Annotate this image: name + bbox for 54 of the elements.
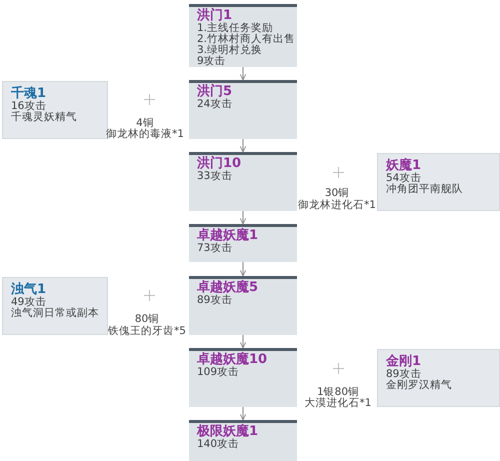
box-text: 89攻击 bbox=[197, 295, 232, 306]
cost-label: 1银80铜 bbox=[316, 386, 360, 398]
box-text: 金刚罗汉精气 bbox=[386, 380, 452, 391]
arrow bbox=[240, 138, 246, 152]
box-title: 洪门10 bbox=[197, 157, 242, 171]
box-text: 千魂灵妖精气 bbox=[11, 112, 77, 123]
material-box bbox=[2, 277, 108, 335]
box-title: 卓越妖魔10 bbox=[197, 353, 268, 367]
box-text: 73攻击 bbox=[197, 243, 232, 254]
stage-box bbox=[189, 276, 297, 335]
box-text: 浊气洞日常或副本 bbox=[11, 308, 99, 319]
box-text: 1.主线任务奖励 bbox=[197, 23, 274, 34]
stage-box bbox=[189, 420, 297, 461]
box-text: 3.绿明村兑换 bbox=[197, 45, 262, 56]
box-title: 卓越妖魔1 bbox=[197, 229, 258, 243]
box-text: 16攻击 bbox=[11, 101, 46, 112]
arrow bbox=[240, 334, 246, 348]
box-title: 浊气1 bbox=[11, 283, 46, 297]
box-title: 千魂1 bbox=[11, 87, 46, 101]
box-text: 冲角团平南舰队 bbox=[386, 184, 463, 195]
box-title: 金刚1 bbox=[386, 355, 422, 369]
cost-label: 4铜 bbox=[136, 117, 154, 129]
arrow bbox=[240, 262, 246, 276]
stage-box bbox=[189, 80, 297, 139]
box-title: 妖魔1 bbox=[386, 159, 422, 173]
material-box bbox=[2, 81, 108, 139]
box-text: 109攻击 bbox=[197, 367, 240, 378]
arrow bbox=[240, 66, 246, 80]
box-title: 卓越妖魔5 bbox=[197, 281, 258, 295]
box-text: 54攻击 bbox=[386, 173, 422, 184]
cost-label: 御龙林进化石*1 bbox=[298, 199, 376, 211]
material-box bbox=[377, 153, 500, 211]
box-text: 9攻击 bbox=[197, 56, 226, 67]
box-text: 33攻击 bbox=[197, 171, 232, 182]
cost-label: 大漠进化石*1 bbox=[304, 397, 372, 409]
stage-box bbox=[189, 224, 297, 262]
cost-label: 御龙林的毒液*1 bbox=[106, 128, 184, 140]
cost-label: 80铜 bbox=[134, 313, 160, 325]
box-text: 24攻击 bbox=[197, 99, 232, 110]
cost-label: 30铜 bbox=[324, 187, 350, 199]
cost-label: 铁傀王的牙齿*5 bbox=[108, 325, 186, 337]
arrow bbox=[240, 406, 246, 420]
stage-box bbox=[189, 348, 297, 407]
box-text: 89攻击 bbox=[386, 369, 422, 380]
box-text: 49攻击 bbox=[11, 297, 46, 308]
stage-box bbox=[189, 152, 297, 211]
box-title: 洪门5 bbox=[197, 85, 232, 99]
box-text: 140攻击 bbox=[197, 439, 240, 450]
box-title: 极限妖魔1 bbox=[197, 425, 258, 439]
box-text: 2.竹林村商人有出售 bbox=[197, 34, 296, 45]
stage-box bbox=[189, 4, 297, 67]
arrow bbox=[240, 210, 246, 224]
box-title: 洪门1 bbox=[197, 9, 232, 23]
material-box bbox=[377, 349, 500, 407]
